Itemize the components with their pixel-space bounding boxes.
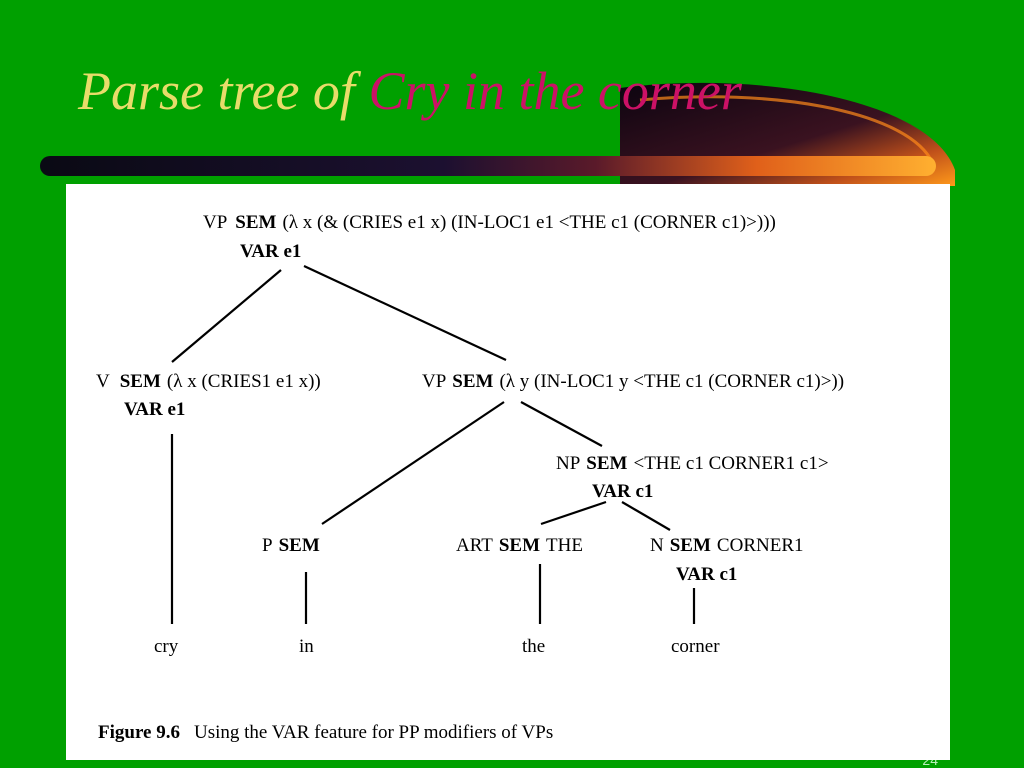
tree-node-pp-vp: VP SEM (λ y (IN-LOC1 y <THE c1 (CORNER c1)… <box>422 371 844 392</box>
node-sem-value: (λ y (IN-LOC1 y <THE c1 (CORNER c1)>)) <box>499 371 844 392</box>
tree-node-prep: P SEM <box>262 535 320 556</box>
tree-edges <box>170 265 696 624</box>
slide-title: Parse tree of Cry in the corner <box>78 64 742 118</box>
node-sem-label: SEM <box>670 535 711 556</box>
node-sem-label: SEM <box>235 212 276 233</box>
node-sem-value: THE <box>546 535 583 556</box>
leaf-word: cry <box>154 636 179 657</box>
swoosh-bar <box>40 156 936 176</box>
node-var: VAR c1 <box>676 564 737 585</box>
node-sem-label: SEM <box>120 371 161 392</box>
figure-caption: Figure 9.6 Using the VAR feature for PP m… <box>98 722 553 743</box>
slide-title-emphasis: Cry in the corner <box>368 61 742 121</box>
node-var: VAR c1 <box>592 481 653 502</box>
edge-root-verb <box>171 269 282 363</box>
slide-title-prefix: Parse tree of <box>78 61 369 121</box>
node-sem-value: CORNER1 <box>717 535 804 556</box>
node-sem-label: SEM <box>586 453 627 474</box>
node-category: N <box>650 535 664 556</box>
node-category: V <box>96 371 110 392</box>
edge-ppvp-np <box>520 401 603 447</box>
caption-label: Figure 9.6 <box>98 722 180 743</box>
edge-np-noun <box>621 501 671 531</box>
leaf-word: corner <box>671 636 720 657</box>
node-category: ART <box>456 535 493 556</box>
edge-ppvp-prep <box>321 401 505 525</box>
node-sem-label: SEM <box>279 535 320 556</box>
edge-np-art <box>540 500 607 526</box>
node-category: P <box>262 535 273 556</box>
tree-node-verb: V SEM (λ x (CRIES1 e1 x)) VAR e1 <box>96 371 321 420</box>
node-var: VAR e1 <box>240 241 301 262</box>
node-sem-label: SEM <box>452 371 493 392</box>
node-category: NP <box>556 453 580 474</box>
edge-root-ppvp <box>303 265 507 361</box>
node-category: VP <box>422 371 446 392</box>
swoosh-arc-highlight <box>639 95 932 159</box>
tree-node-root-vp: VP SEM (λ x (& (CRIES e1 x) (IN-LOC1 e1 <T… <box>203 212 776 262</box>
caption-text: Using the VAR feature for PP modifiers o… <box>194 722 553 743</box>
node-sem-value: (λ x (& (CRIES e1 x) (IN-LOC1 e1 <THE c1… <box>282 212 775 233</box>
tree-node-np: NP SEM <THE c1 CORNER1 c1> VAR c1 <box>556 453 829 502</box>
node-var: VAR e1 <box>124 399 185 420</box>
leaf-word: in <box>299 636 314 657</box>
node-sem-value: (λ x (CRIES1 e1 x)) <box>167 371 321 392</box>
node-sem-label: SEM <box>499 535 540 556</box>
tree-node-art: ART SEM THE <box>456 535 583 556</box>
leaf-word: the <box>522 636 545 657</box>
tree-node-noun: N SEM CORNER1 VAR c1 <box>650 535 804 585</box>
node-sem-value: <THE c1 CORNER1 c1> <box>633 453 828 474</box>
tree-leaves: cry in the corner <box>154 636 720 657</box>
node-category: VP <box>203 212 227 233</box>
